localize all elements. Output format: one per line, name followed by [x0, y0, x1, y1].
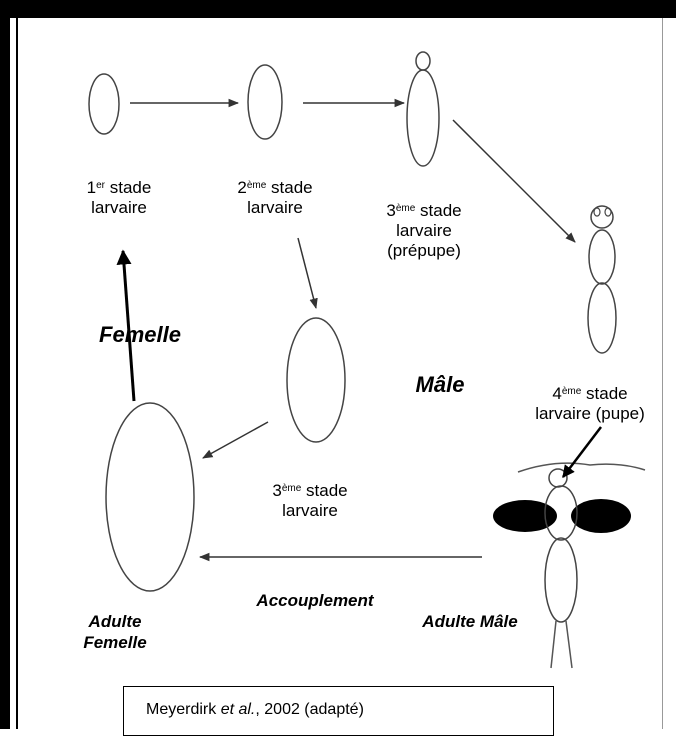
stage4-thorax	[589, 230, 615, 284]
stage4-head-left-mark	[594, 208, 600, 216]
stage3m-line3: (prépupe)	[387, 241, 461, 260]
stage3f-label: 3ème stade larvaire	[250, 481, 370, 521]
stage2-body	[248, 65, 282, 139]
male-head	[549, 469, 567, 487]
stage3f-sup: ème	[282, 483, 301, 494]
stage4-line2: larvaire (pupe)	[535, 404, 645, 423]
stage4-label: 4ème stade larvaire (pupe)	[510, 384, 670, 424]
adulte-femelle-label: Adulte Femelle	[60, 611, 170, 653]
stage1-num: 1	[87, 178, 96, 197]
stage2-label: 2ème stade larvaire	[220, 178, 330, 218]
stage3f-line2: larvaire	[282, 501, 338, 520]
male-tail-left	[551, 621, 556, 668]
stage1-body	[89, 74, 119, 134]
stage1-word: stade	[110, 178, 152, 197]
stage1-sup: er	[96, 180, 105, 191]
femelle-label: Femelle	[80, 322, 200, 348]
stage2-num: 2	[237, 178, 246, 197]
stage4-abdomen	[588, 283, 616, 353]
stage2-line2: larvaire	[247, 198, 303, 217]
stage4-num: 4	[552, 384, 561, 403]
arrow-stage3f-to-adult-female	[203, 422, 268, 458]
stage3m-word: stade	[420, 201, 462, 220]
stage2-word: stade	[271, 178, 313, 197]
stage3m-num: 3	[386, 201, 395, 220]
male-tail-right	[566, 621, 572, 668]
stage3m-body	[407, 70, 439, 166]
stage3m-head	[416, 52, 430, 70]
reference-etal: et al.	[221, 701, 256, 718]
stage2-sup: ème	[247, 180, 266, 191]
stage4-word: stade	[586, 384, 628, 403]
stage1-label: 1er stade larvaire	[64, 178, 174, 218]
stage3f-num: 3	[272, 481, 281, 500]
male-abdomen	[545, 538, 577, 622]
stage4-head-right-mark	[605, 208, 611, 216]
male-antennae	[518, 463, 645, 472]
arrow-stage2-to-stage3f	[298, 238, 316, 308]
stage3f-word: stade	[306, 481, 348, 500]
stage3m-sup: ème	[396, 203, 415, 214]
male-label: Mâle	[395, 372, 485, 398]
male-right-wing	[571, 499, 631, 533]
reference-author: Meyerdirk	[146, 701, 221, 718]
stage3m-label: 3ème stade larvaire (prépupe)	[369, 201, 479, 261]
stage4-sup: ème	[562, 386, 581, 397]
stage3m-line2: larvaire	[396, 221, 452, 240]
stage1-line2: larvaire	[91, 198, 147, 217]
adult-female-body	[106, 403, 194, 591]
adulte-male-label: Adulte Mâle	[400, 611, 540, 632]
arrow-pupe-to-adult-male	[563, 427, 601, 477]
accouplement-label: Accouplement	[230, 590, 400, 611]
adulte-femelle-line2: Femelle	[83, 633, 146, 652]
reference-rest: , 2002 (adapté)	[255, 701, 364, 718]
stage3f-body	[287, 318, 345, 442]
adulte-femelle-line1: Adulte	[89, 612, 142, 631]
reference-text: Meyerdirk et al., 2002 (adapté)	[146, 701, 364, 719]
